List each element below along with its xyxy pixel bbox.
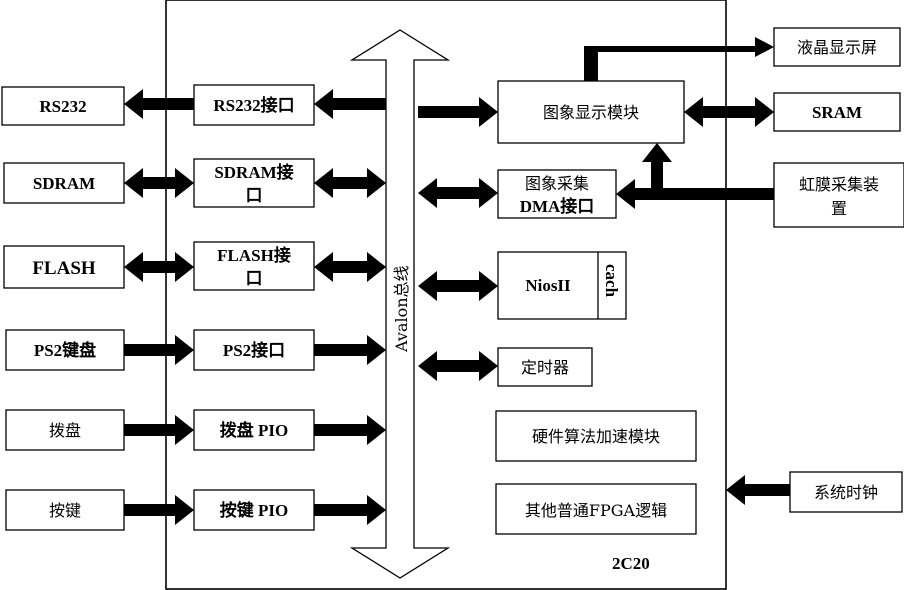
- timer-box: [497, 347, 593, 387]
- arrow-flash-bus: [314, 252, 386, 282]
- arrow-bus-timer: [418, 351, 498, 381]
- rs232-interface-box: [193, 84, 315, 126]
- ps2-interface-label: PS2接口: [223, 340, 285, 360]
- arrow-iris-to-display: [642, 143, 672, 188]
- avalon-bus-label: Avalon总线: [392, 265, 411, 353]
- arrow-ps2-in: [124, 335, 194, 365]
- iris-capture-label-line2: 置: [831, 199, 847, 218]
- arrow-dial-bus: [314, 415, 386, 445]
- arrow-sdram-bus: [314, 168, 386, 198]
- sdram-external-box: [3, 162, 125, 204]
- system-clock-label: 系统时钟: [814, 483, 878, 502]
- fpga-logic-box: [495, 483, 697, 535]
- dma-interface-label-line1: 图象采集: [525, 174, 589, 193]
- niosii-box: [497, 251, 627, 320]
- dma-interface-box: [497, 169, 617, 219]
- flash-interface-label-line2: 口: [246, 269, 263, 288]
- sram-box: [773, 92, 901, 132]
- lcd-box: [773, 27, 901, 67]
- arrow-bus-to-rs232: [314, 89, 386, 119]
- arrow-ps2-bus: [314, 335, 386, 365]
- external-left-column: RS232 SDRAM FLASH PS2键盘 拨盘 按键: [1, 86, 125, 531]
- arrow-keys-bus: [314, 495, 386, 525]
- keys-pio-label: 按键 PIO: [220, 500, 288, 520]
- arrow-bus-niosii: [418, 271, 498, 301]
- keys-external-label: 按键: [49, 501, 81, 520]
- dial-pio-label: 拨盘 PIO: [220, 420, 288, 440]
- arrow-display-sram: [684, 97, 774, 127]
- timer-label: 定时器: [521, 358, 569, 377]
- arrow-dial-in: [124, 415, 194, 445]
- external-right-column: 液晶显示屏 SRAM 虹膜采集装 置 系统时钟: [773, 27, 904, 513]
- ps2-keyboard-external-label: PS2键盘: [34, 340, 96, 360]
- arrow-bus-dma: [418, 178, 498, 208]
- arrow-bus-to-display: [418, 97, 498, 127]
- arrow-keys-in: [124, 495, 194, 525]
- niosii-label: NiosII: [525, 276, 571, 295]
- sdram-interface-label-line1: SDRAM接: [214, 162, 293, 182]
- chip-name-label: 2C20: [612, 554, 650, 573]
- sdram-external-label: SDRAM: [33, 174, 95, 193]
- arrow-display-to-lcd: [584, 37, 774, 81]
- sram-label: SRAM: [812, 103, 862, 122]
- arrow-sdram-external: [124, 168, 194, 198]
- lcd-label: 液晶显示屏: [797, 38, 877, 57]
- rs232-interface-label: RS232接口: [213, 95, 294, 115]
- rs232-external-box: [1, 86, 125, 126]
- accel-module-label: 硬件算法加速模块: [532, 427, 660, 446]
- display-module-label: 图象显示模块: [543, 103, 639, 122]
- dial-external-box: [5, 409, 125, 451]
- arrow-flash-external: [124, 252, 194, 282]
- connection-arrows: [124, 37, 790, 525]
- sdram-interface-label-line2: 口: [246, 186, 263, 205]
- iris-capture-box: [773, 162, 904, 228]
- accel-module-box: [495, 410, 697, 462]
- dial-pio-box: [193, 409, 315, 451]
- flash-interface-label-line1: FLASH接: [217, 245, 291, 265]
- iris-capture-label-line1: 虹膜采集装: [799, 175, 879, 194]
- flash-external-label: FLASH: [32, 258, 96, 279]
- fpga-logic-label: 其他普通FPGA逻辑: [525, 501, 667, 520]
- cache-label: cach: [602, 264, 621, 298]
- dial-external-label: 拨盘: [49, 421, 81, 440]
- flash-interface-box: [193, 241, 315, 291]
- rs232-external-label: RS232: [39, 97, 86, 116]
- arrow-clock-in: [726, 475, 790, 505]
- interface-left-column: RS232接口 SDRAM接 口 FLASH接 口 PS2接口 拨盘 PIO 按…: [193, 84, 315, 531]
- arrow-iris-to-dma: [616, 179, 774, 209]
- arrow-display-to-lcd-riser: [584, 48, 598, 81]
- arrow-rs232-out: [124, 89, 194, 119]
- avalon-bus-arrow: [349, 29, 451, 579]
- dma-interface-label-line2: DMA接口: [520, 196, 595, 216]
